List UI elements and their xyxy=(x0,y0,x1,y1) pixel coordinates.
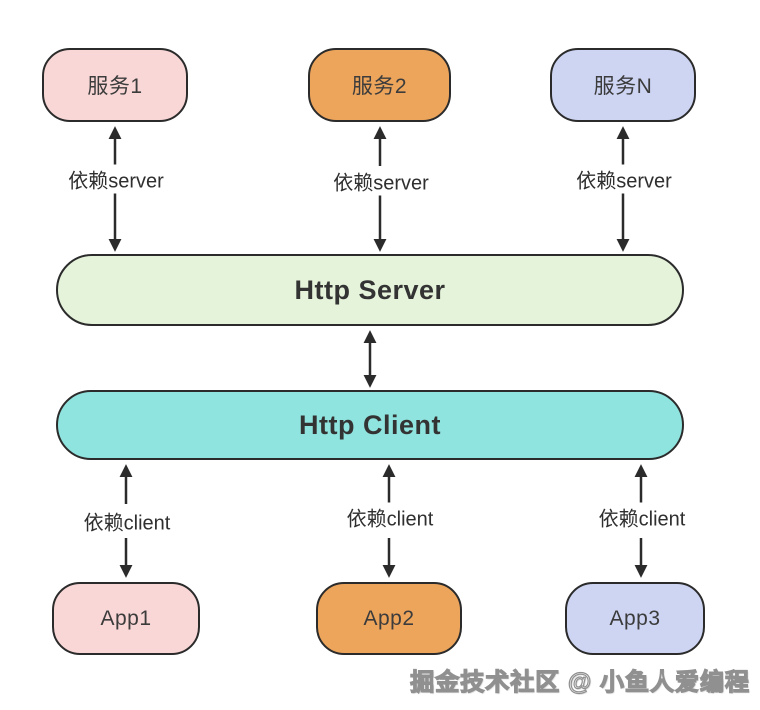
node-app-2: App2 xyxy=(316,582,462,655)
node-app-3: App3 xyxy=(565,582,705,655)
edge-label-servicen-server: 依赖server xyxy=(574,164,674,194)
node-service-2: 服务2 xyxy=(308,48,451,122)
node-service-1: 服务1 xyxy=(42,48,188,122)
node-app-1: App1 xyxy=(52,582,200,655)
http-server-bar: Http Server xyxy=(56,254,684,326)
edge-label-app3-client: 依赖client xyxy=(596,502,688,532)
edge-label-service1-server: 依赖server xyxy=(66,164,166,194)
edge-label-app1-client: 依赖client xyxy=(81,506,173,536)
node-service-n: 服务N xyxy=(550,48,696,122)
edge-label-app2-client: 依赖client xyxy=(344,502,436,532)
http-client-bar: Http Client xyxy=(56,390,684,460)
watermark-text: 掘金技术社区 @ 小鱼人爱编程 xyxy=(410,668,750,696)
edge-label-service2-server: 依赖server xyxy=(331,166,431,196)
